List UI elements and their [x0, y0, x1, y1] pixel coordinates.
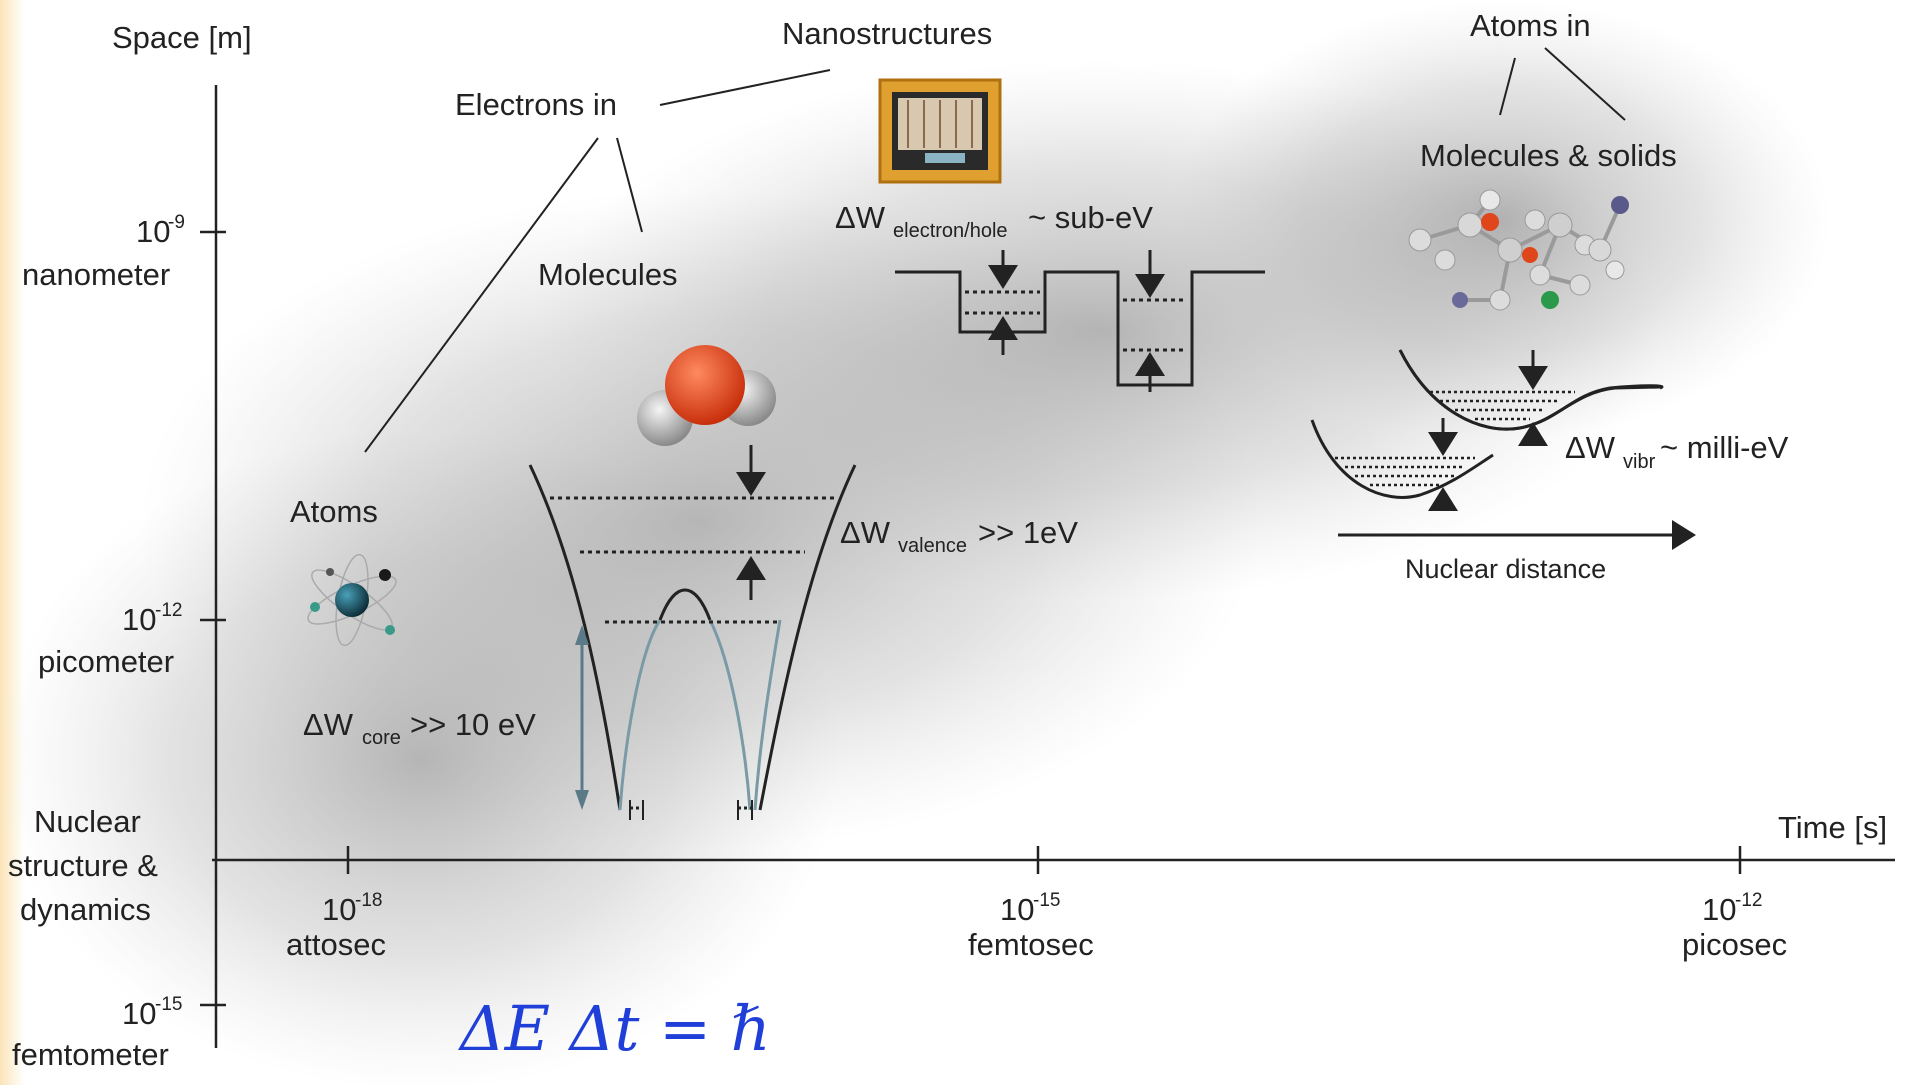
- y-tick-base: 10: [122, 602, 156, 637]
- energy-value: ~ sub-eV: [1028, 200, 1153, 235]
- energy-subscript: core: [362, 727, 401, 749]
- x-tick-unit: femtosec: [968, 927, 1094, 962]
- energy-electron-hole-label: ΔW electron/hole ~ sub-eV: [835, 200, 1153, 242]
- molecules-solids-label: Molecules & solids: [1420, 138, 1677, 173]
- nuclear-structure-label: Nuclear structure & dynamics: [8, 804, 158, 927]
- energy-main: ΔW: [303, 707, 354, 742]
- y-axis-title: Space [m]: [112, 20, 252, 55]
- y-tick-unit: nanometer: [22, 257, 170, 292]
- energy-subscript: vibr: [1623, 451, 1656, 473]
- nuclear-line-1: Nuclear: [34, 804, 141, 839]
- nuclear-distance-label: Nuclear distance: [1405, 554, 1606, 584]
- x-tick-base: 10: [1000, 892, 1034, 927]
- large-molecule-atoms: [1408, 189, 1629, 311]
- background-haze: [0, 0, 1830, 1085]
- x-tick-attosec: 10 -18 attosec: [286, 890, 386, 962]
- energy-value: >> 1eV: [978, 515, 1078, 550]
- vibrational-potential-diagram: [1310, 349, 1696, 550]
- atoms-label: Atoms: [290, 494, 378, 529]
- energy-subscript: valence: [898, 535, 967, 557]
- energy-value: >> 10 eV: [410, 707, 536, 742]
- energy-main: ΔW: [1565, 430, 1616, 465]
- y-tick-picometer: 10 -12 picometer: [38, 600, 182, 679]
- y-tick-exponent: -9: [168, 212, 185, 233]
- x-tick-exponent: -18: [355, 890, 382, 911]
- electrons-in-label: Electrons in: [455, 87, 617, 122]
- molecular-potential-diagram: [528, 445, 857, 820]
- energy-vibr-label: ΔW vibr ~ milli-eV: [1565, 430, 1789, 473]
- energy-value: ~ milli-eV: [1660, 430, 1789, 465]
- water-molecule-icon: [637, 345, 776, 446]
- x-tick-exponent: -15: [1033, 890, 1060, 911]
- connector-lines: [364, 47, 1626, 453]
- axes: [200, 85, 1895, 1048]
- y-tick-unit: femtometer: [12, 1037, 169, 1072]
- nanochip-icon: [878, 78, 1002, 184]
- x-tick-base: 10: [1702, 892, 1736, 927]
- x-tick-unit: attosec: [286, 927, 386, 962]
- atoms-in-label: Atoms in: [1470, 8, 1591, 43]
- energy-subscript: electron/hole: [893, 220, 1008, 242]
- y-tick-unit: picometer: [38, 644, 174, 679]
- x-tick-exponent: -12: [1735, 890, 1762, 911]
- energy-main: ΔW: [835, 200, 886, 235]
- y-tick-base: 10: [122, 996, 156, 1031]
- atom-icon: [307, 553, 397, 647]
- energy-core-label: ΔW core >> 10 eV: [303, 707, 536, 749]
- y-tick-base: 10: [136, 214, 170, 249]
- nanostructures-label: Nanostructures: [782, 16, 992, 51]
- left-edge-tint: [0, 0, 24, 1085]
- nuclear-line-3: dynamics: [20, 892, 151, 927]
- nuclear-line-2: structure &: [8, 848, 158, 883]
- molecules-label: Molecules: [538, 257, 678, 292]
- y-tick-exponent: -15: [155, 994, 182, 1015]
- uncertainty-equation: ΔE Δt = ℏ: [458, 992, 771, 1065]
- quantum-well-diagram: [895, 250, 1265, 392]
- x-tick-unit: picosec: [1682, 927, 1787, 962]
- x-tick-base: 10: [322, 892, 356, 927]
- x-axis-title: Time [s]: [1778, 810, 1887, 845]
- x-tick-femtosec: 10 -15 femtosec: [968, 890, 1094, 962]
- energy-main: ΔW: [840, 515, 891, 550]
- y-tick-nanometer: 10 -9 nanometer: [22, 212, 185, 292]
- y-tick-exponent: -12: [155, 600, 182, 621]
- x-tick-picosec: 10 -12 picosec: [1682, 890, 1787, 962]
- energy-valence-label: ΔW valence >> 1eV: [840, 515, 1078, 557]
- y-tick-femtometer: 10 -15 femtometer: [12, 994, 182, 1072]
